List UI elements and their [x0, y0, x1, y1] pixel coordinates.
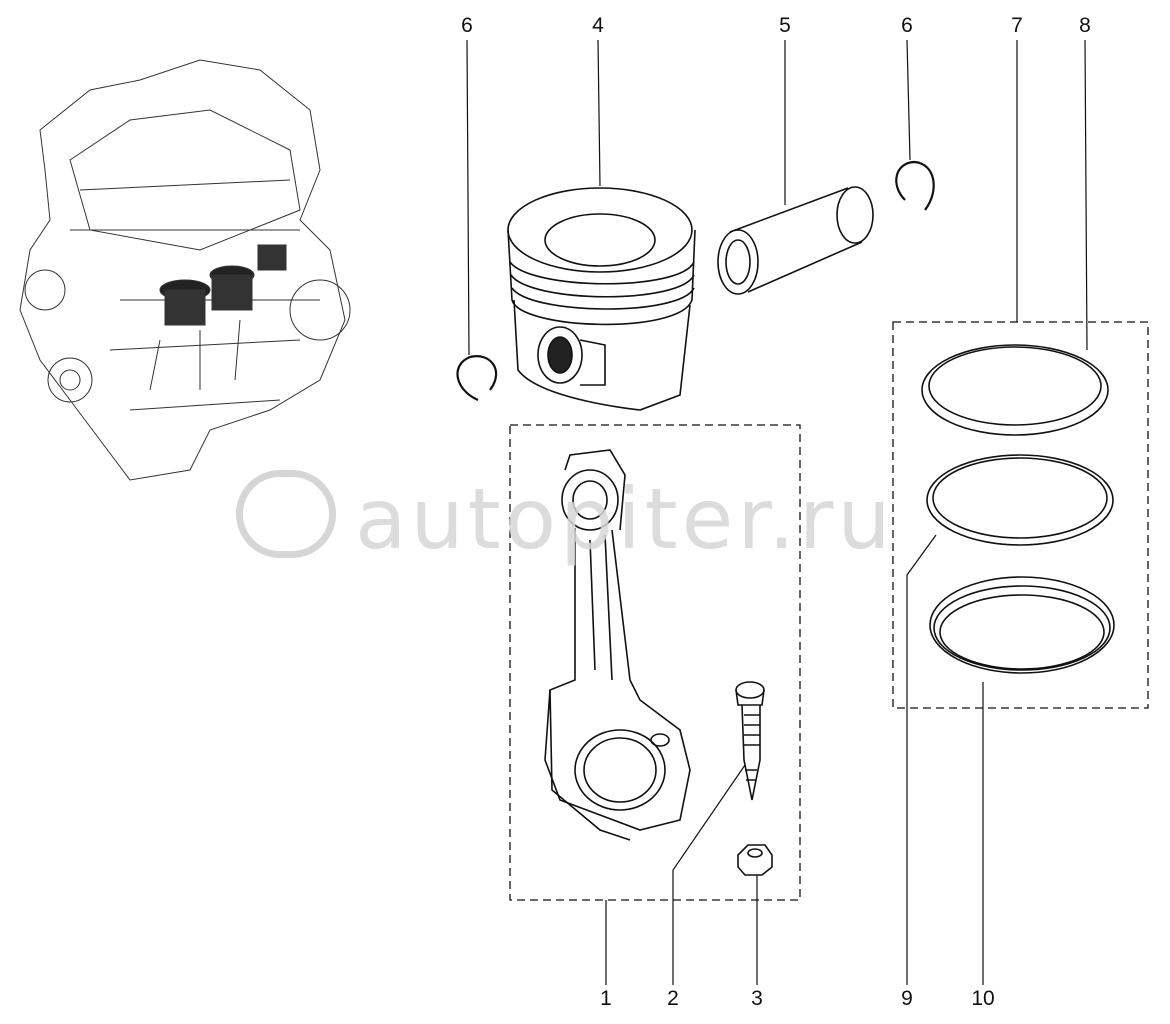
callout-7: 7 [1011, 14, 1023, 37]
piston [507, 187, 696, 411]
callout-5: 5 [779, 14, 791, 37]
connecting-rod-bolt [735, 681, 765, 801]
watermark-text: autopiter.ru [355, 470, 895, 568]
piston-ring-2 [926, 454, 1114, 546]
callout-6-right: 6 [901, 14, 913, 37]
leader-lines [466, 39, 1088, 985]
callout-2: 2 [667, 987, 679, 1010]
piston-ring-1 [921, 344, 1109, 436]
oil-control-ring [929, 576, 1115, 674]
circlip-left [456, 355, 498, 402]
piston-rings-set-box [892, 321, 1149, 709]
connecting-rod-assembly-box [509, 424, 801, 901]
circlip-right [895, 160, 935, 211]
callout-9: 9 [901, 987, 913, 1010]
callout-3: 3 [751, 987, 763, 1010]
piston-pin [717, 186, 874, 295]
callout-6-left: 6 [461, 14, 473, 37]
connecting-rod [544, 449, 691, 841]
engine-overview [19, 59, 351, 481]
callout-10: 10 [971, 987, 995, 1010]
callout-4: 4 [592, 14, 604, 37]
callout-1: 1 [600, 987, 612, 1010]
watermark-logo [236, 470, 336, 558]
connecting-rod-nut [737, 844, 773, 876]
callout-8: 8 [1079, 14, 1091, 37]
